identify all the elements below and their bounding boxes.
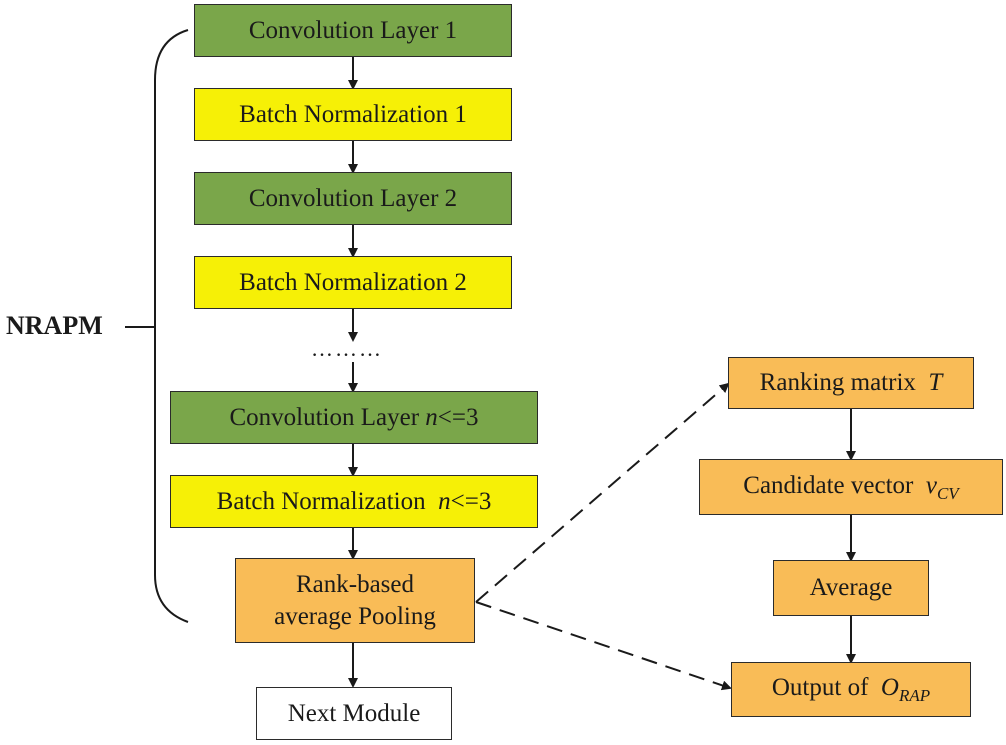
dashed-arrow-rap-ranking <box>475 382 730 603</box>
ranking-matrix-label: Ranking matrix <box>759 369 929 397</box>
candidate-vector-text: Candidate vector vCV <box>743 470 958 504</box>
conv-layer-n-box: Convolution Layer n<=3 <box>170 391 538 444</box>
average-text: Average <box>809 574 893 602</box>
dashed-arrow-rap-output <box>475 601 732 691</box>
batch-norm-n-text: Batch Normalization n<=3 <box>217 486 492 517</box>
batch-norm-n-suffix: <=3 <box>450 487 492 515</box>
candidate-vector-sub: CV <box>936 483 959 503</box>
output-box: Output of ORAP <box>731 662 971 717</box>
conv-layer-2-box: Convolution Layer 2 <box>194 172 512 225</box>
output-var: O <box>880 674 899 702</box>
average-box: Average <box>773 560 929 616</box>
batch-norm-2-box: Batch Normalization 2 <box>194 256 512 309</box>
rank-pooling-box: Rank-based average Pooling <box>235 558 475 643</box>
nrapm-label: NRAPM <box>6 311 103 340</box>
output-text: Output of ORAP <box>772 672 930 706</box>
conv-layer-1-text: Convolution Layer 1 <box>248 16 458 44</box>
conv-layer-n-label: Convolution Layer <box>229 403 426 431</box>
rank-pooling-line1: Rank-based <box>295 571 415 599</box>
output-sub: RAP <box>898 686 931 706</box>
conv-layer-n-var: n <box>425 403 438 431</box>
candidate-vector-var: v <box>925 471 937 499</box>
conv-layer-n-suffix: <=3 <box>437 403 479 431</box>
candidate-vector-box: Candidate vector vCV <box>699 459 1003 515</box>
candidate-vector-label: Candidate vector <box>743 471 926 499</box>
conv-layer-1-box: Convolution Layer 1 <box>194 4 512 57</box>
batch-norm-1-box: Batch Normalization 1 <box>194 88 512 141</box>
batch-norm-1-text: Batch Normalization 1 <box>239 100 467 128</box>
ellipsis: ……… <box>311 336 383 361</box>
conv-layer-2-text: Convolution Layer 2 <box>248 184 458 212</box>
batch-norm-n-label: Batch Normalization <box>216 487 439 515</box>
ranking-matrix-var: T <box>928 369 943 397</box>
next-module-box: Next Module <box>256 687 452 740</box>
ranking-matrix-text: Ranking matrix T <box>760 367 943 398</box>
batch-norm-n-box: Batch Normalization n<=3 <box>170 475 538 528</box>
batch-norm-2-text: Batch Normalization 2 <box>239 268 467 296</box>
conv-layer-n-text: Convolution Layer n<=3 <box>229 402 478 433</box>
nrapm-brace <box>154 29 189 623</box>
batch-norm-n-var: n <box>438 487 451 515</box>
rank-pooling-line2: average Pooling <box>274 602 436 630</box>
output-label: Output of <box>771 674 881 702</box>
next-module-text: Next Module <box>287 699 421 727</box>
ranking-matrix-box: Ranking matrix T <box>728 357 974 409</box>
